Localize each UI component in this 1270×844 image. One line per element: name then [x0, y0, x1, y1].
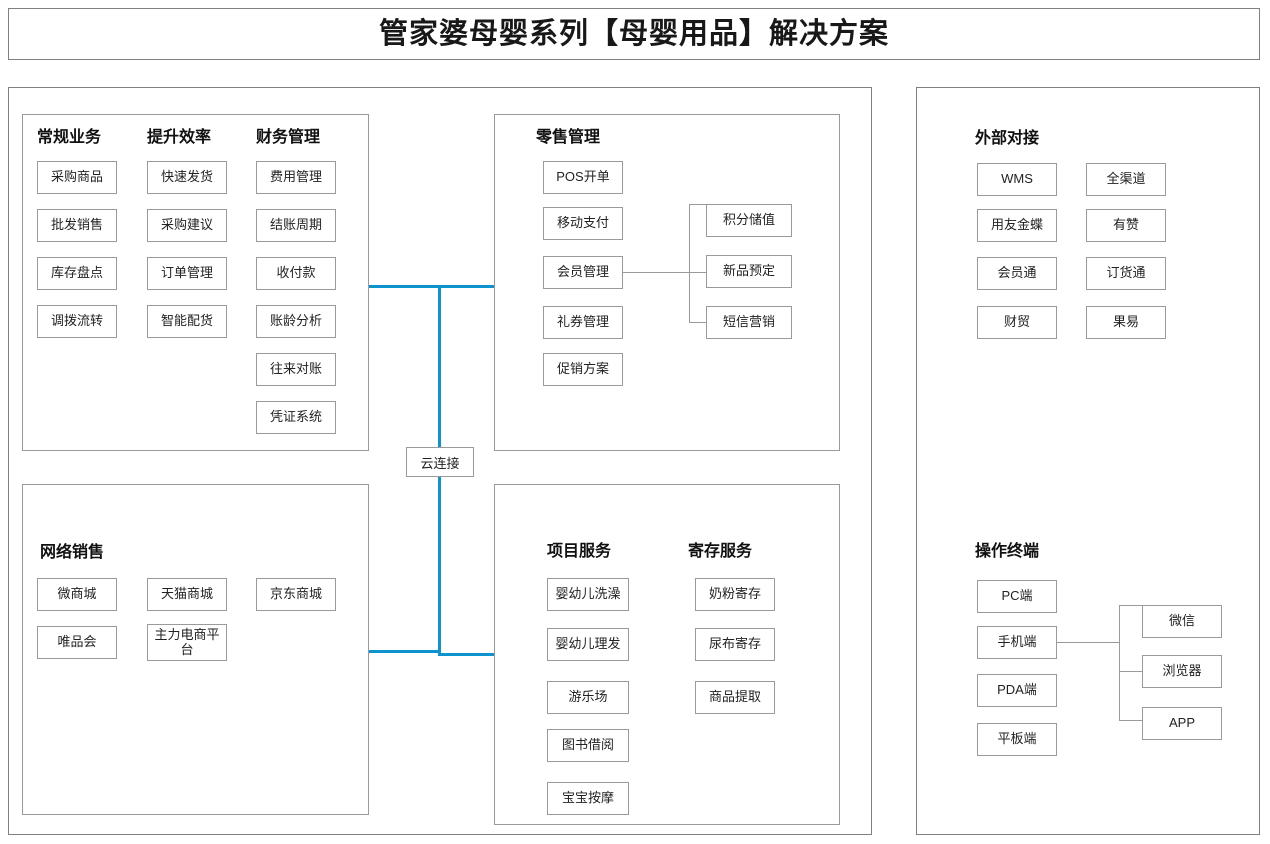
- connector-terminal-trunk: [1057, 642, 1119, 643]
- node-transfer-flow[interactable]: 调拨流转: [37, 305, 117, 338]
- node-expense-management[interactable]: 费用管理: [256, 161, 336, 194]
- group-title-efficiency: 提升效率: [147, 129, 212, 146]
- node-member-management[interactable]: 会员管理: [543, 256, 623, 289]
- connector-member-trunk: [623, 272, 689, 273]
- group-title-regular-business: 常规业务: [37, 129, 102, 146]
- node-new-product-reservation[interactable]: 新品预定: [706, 255, 792, 288]
- connector-terminal-branch-3: [1119, 720, 1142, 721]
- node-purchase-suggestion[interactable]: 采购建议: [147, 209, 227, 242]
- node-mobile-payment[interactable]: 移动支付: [543, 207, 623, 240]
- cloud-line-vertical-lower: [438, 476, 441, 653]
- node-jd-mall[interactable]: 京东商城: [256, 578, 336, 611]
- cloud-connection-node[interactable]: 云连接: [406, 447, 474, 477]
- connector-member-spine: [689, 204, 690, 322]
- node-pda-terminal[interactable]: PDA端: [977, 674, 1057, 707]
- cloud-line-vertical-upper: [438, 286, 441, 449]
- node-aging-analysis[interactable]: 账龄分析: [256, 305, 336, 338]
- connector-terminal-branch-1: [1119, 605, 1142, 606]
- node-coupon-management[interactable]: 礼券管理: [543, 306, 623, 339]
- group-title-finance: 财务管理: [256, 129, 321, 146]
- cloud-line-horizontal-lower-right: [438, 653, 494, 656]
- node-wei-mall[interactable]: 微商城: [37, 578, 117, 611]
- node-voucher-system[interactable]: 凭证系统: [256, 401, 336, 434]
- node-wms[interactable]: WMS: [977, 163, 1057, 196]
- node-wechat[interactable]: 微信: [1142, 605, 1222, 638]
- node-tablet-terminal[interactable]: 平板端: [977, 723, 1057, 756]
- node-member-pass[interactable]: 会员通: [977, 257, 1057, 290]
- node-points-stored-value[interactable]: 积分储值: [706, 204, 792, 237]
- group-title-project-service: 项目服务: [547, 543, 612, 560]
- node-promotion-plan[interactable]: 促销方案: [543, 353, 623, 386]
- node-reconciliation[interactable]: 往来对账: [256, 353, 336, 386]
- cloud-line-horizontal-lower-left: [368, 650, 440, 653]
- node-order-management[interactable]: 订单管理: [147, 257, 227, 290]
- node-diaper-storage[interactable]: 尿布寄存: [695, 628, 775, 661]
- connector-member-branch-3: [689, 322, 706, 323]
- group-title-storage-service: 寄存服务: [688, 543, 753, 560]
- node-purchase-goods[interactable]: 采购商品: [37, 161, 117, 194]
- node-smart-allocation[interactable]: 智能配货: [147, 305, 227, 338]
- node-youzan[interactable]: 有赞: [1086, 209, 1166, 242]
- node-receipt-payment[interactable]: 收付款: [256, 257, 336, 290]
- node-mobile-terminal[interactable]: 手机端: [977, 626, 1057, 659]
- node-baby-haircut[interactable]: 婴幼儿理发: [547, 628, 629, 661]
- node-wholesale-sales[interactable]: 批发销售: [37, 209, 117, 242]
- node-baby-massage[interactable]: 宝宝按摩: [547, 782, 629, 815]
- node-omni-channel[interactable]: 全渠道: [1086, 163, 1166, 196]
- node-guoyi[interactable]: 果易: [1086, 306, 1166, 339]
- node-fast-shipping[interactable]: 快速发货: [147, 161, 227, 194]
- page-title-bar: 管家婆母婴系列【母婴用品】解决方案: [8, 8, 1260, 60]
- node-settlement-cycle[interactable]: 结账周期: [256, 209, 336, 242]
- node-yonyou-kingdee[interactable]: 用友金蝶: [977, 209, 1057, 242]
- connector-terminal-spine: [1119, 605, 1120, 720]
- group-title-online-sales: 网络销售: [40, 544, 105, 561]
- node-vip-shop[interactable]: 唯品会: [37, 626, 117, 659]
- node-tmall-mall[interactable]: 天猫商城: [147, 578, 227, 611]
- node-main-ecommerce-platform[interactable]: 主力电商平台: [147, 624, 227, 661]
- node-app[interactable]: APP: [1142, 707, 1222, 740]
- group-title-external-docking: 外部对接: [975, 130, 1040, 147]
- node-baby-bath[interactable]: 婴幼儿洗澡: [547, 578, 629, 611]
- group-title-operation-terminal: 操作终端: [975, 543, 1040, 560]
- connector-member-branch-2: [689, 272, 706, 273]
- cloud-connection-label: 云连接: [420, 455, 460, 471]
- connector-terminal-branch-2: [1119, 671, 1142, 672]
- node-pc-terminal[interactable]: PC端: [977, 580, 1057, 613]
- group-title-retail-management: 零售管理: [536, 129, 601, 146]
- node-playground[interactable]: 游乐场: [547, 681, 629, 714]
- node-finance-trade[interactable]: 财贸: [977, 306, 1057, 339]
- node-order-pass[interactable]: 订货通: [1086, 257, 1166, 290]
- cloud-line-horizontal-upper: [368, 285, 494, 288]
- page-title: 管家婆母婴系列【母婴用品】解决方案: [378, 17, 889, 50]
- node-book-borrowing[interactable]: 图书借阅: [547, 729, 629, 762]
- node-pos-billing[interactable]: POS开单: [543, 161, 623, 194]
- connector-member-branch-1: [689, 204, 706, 205]
- node-browser[interactable]: 浏览器: [1142, 655, 1222, 688]
- node-goods-pickup[interactable]: 商品提取: [695, 681, 775, 714]
- node-milk-powder-storage[interactable]: 奶粉寄存: [695, 578, 775, 611]
- node-sms-marketing[interactable]: 短信营销: [706, 306, 792, 339]
- node-inventory-count[interactable]: 库存盘点: [37, 257, 117, 290]
- panel-service: [494, 484, 840, 825]
